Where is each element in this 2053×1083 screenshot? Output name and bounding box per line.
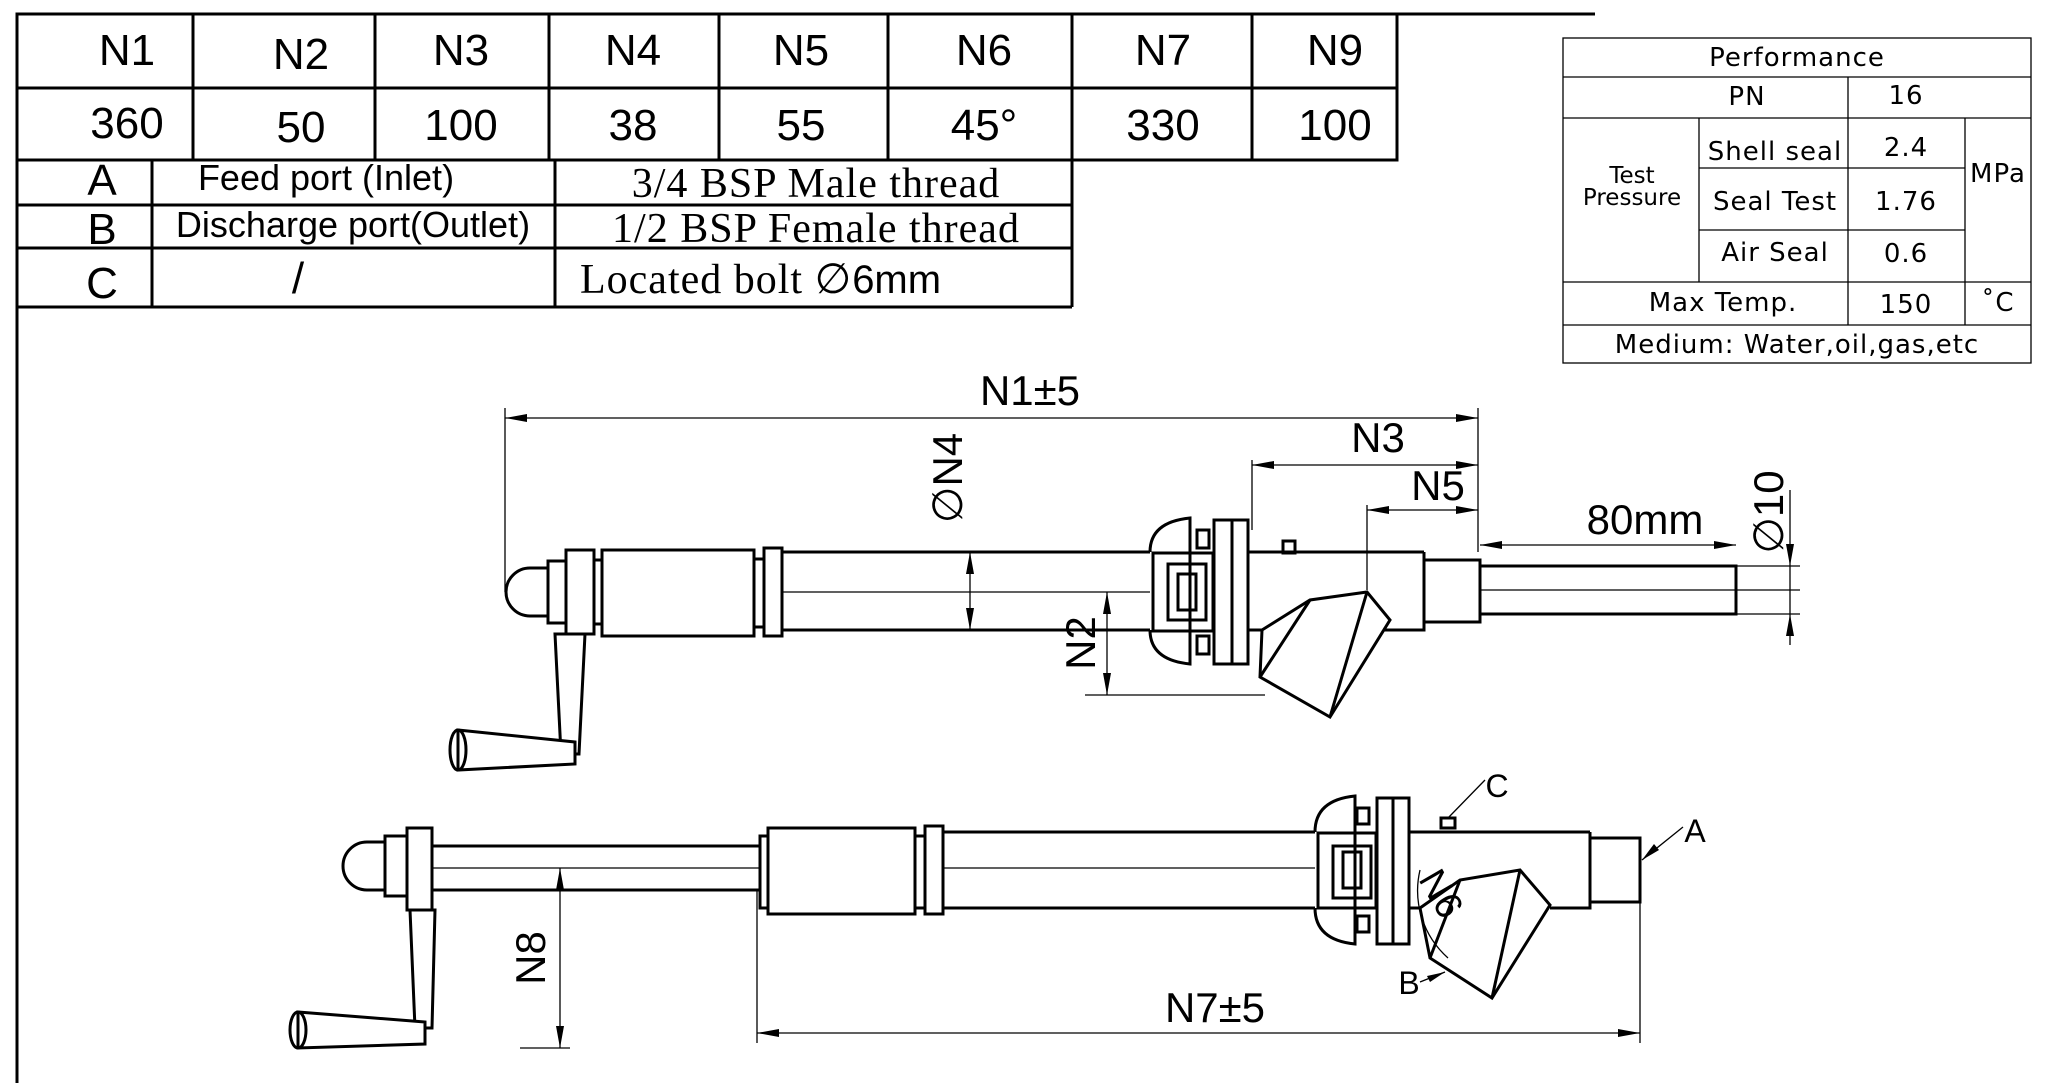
performance-row-air-label: Air Seal	[1721, 238, 1829, 268]
port-code-b: B	[87, 205, 116, 254]
performance-max-temp-value: 150	[1880, 290, 1933, 320]
dim-value-n7: 330	[1126, 101, 1199, 150]
label-n1: N1±5	[980, 367, 1080, 414]
port-name-a: Feed port (Inlet)	[198, 157, 454, 198]
performance-row-seal-value: 1.76	[1875, 187, 1937, 217]
port-code-c: C	[86, 259, 118, 308]
port-spec-c-suffix: 6mm	[852, 258, 941, 302]
performance-medium: Medium: Water,oil,gas,etc	[1615, 330, 1979, 360]
port-spec-c: Located bolt ∅6mm	[580, 257, 941, 303]
top-view-dimensions: N1±5 N3 N5 80mm ∅10 ∅N4 N2	[504, 367, 1800, 696]
performance-pressure-label: Pressure	[1583, 185, 1681, 211]
dim-header-n4: N4	[605, 26, 661, 75]
dim-header-n6: N6	[956, 26, 1012, 75]
port-spec-c-prefix: Located bolt ∅	[580, 257, 852, 303]
dimension-table: N1 N2 N3 N4 N5 N6 N7 N9 360 50 100 38 55…	[15, 12, 1399, 162]
dim-header-n2: N2	[273, 30, 329, 79]
dim-value-n2: 50	[277, 103, 326, 152]
dim-header-n5: N5	[773, 26, 829, 75]
label-port-a: A	[1684, 813, 1706, 849]
port-name-b: Discharge port(Outlet)	[176, 204, 530, 245]
dim-header-n9: N9	[1307, 26, 1363, 75]
label-n3: N3	[1351, 414, 1405, 461]
performance-row-shell-value: 2.4	[1884, 133, 1928, 163]
performance-pn-label: PN	[1728, 82, 1765, 112]
performance-table: Performance PN 16 Test Pressure Shell se…	[1562, 37, 2032, 364]
performance-pressure-unit: MPa	[1970, 159, 2026, 189]
label-n2: N2	[1057, 616, 1104, 670]
label-80mm: 80mm	[1587, 496, 1704, 543]
performance-max-temp-label: Max Temp.	[1649, 288, 1798, 318]
label-n8: N8	[507, 931, 554, 985]
label-port-c: C	[1485, 768, 1508, 804]
dim-value-n1: 360	[90, 99, 163, 148]
port-name-c: /	[292, 254, 305, 303]
dim-value-n4: 38	[609, 101, 658, 150]
port-code-a: A	[87, 156, 117, 205]
performance-test-label: Test	[1608, 163, 1654, 189]
label-dia-n4: ∅N4	[924, 433, 971, 523]
dim-value-n5: 55	[777, 101, 826, 150]
performance-row-shell-label: Shell seal	[1708, 137, 1842, 167]
port-table: A B C Feed port (Inlet) Discharge port(O…	[17, 156, 1074, 309]
dim-header-n7: N7	[1135, 26, 1191, 75]
dim-header-n3: N3	[433, 26, 489, 75]
performance-title: Performance	[1709, 43, 1885, 73]
performance-row-air-value: 0.6	[1884, 239, 1928, 269]
valve-view-top	[448, 516, 1800, 772]
dim-value-n9: 100	[1298, 101, 1371, 150]
label-n7: N7±5	[1165, 984, 1265, 1031]
performance-row-seal-label: Seal Test	[1713, 187, 1837, 217]
label-n5: N5	[1411, 462, 1465, 509]
port-spec-a: 3/4 BSP Male thread	[632, 161, 1001, 207]
performance-pn-value: 16	[1888, 81, 1923, 111]
performance-temp-unit: ˚C	[1981, 288, 2014, 318]
dim-value-n3: 100	[424, 101, 497, 150]
label-port-b: B	[1398, 965, 1419, 1001]
dim-value-n6: 45°	[951, 101, 1018, 150]
valve-view-bottom	[288, 794, 1642, 1050]
dim-header-n1: N1	[99, 26, 155, 75]
label-dia10: ∅10	[1745, 470, 1792, 553]
port-spec-b: 1/2 BSP Female thread	[612, 206, 1020, 252]
